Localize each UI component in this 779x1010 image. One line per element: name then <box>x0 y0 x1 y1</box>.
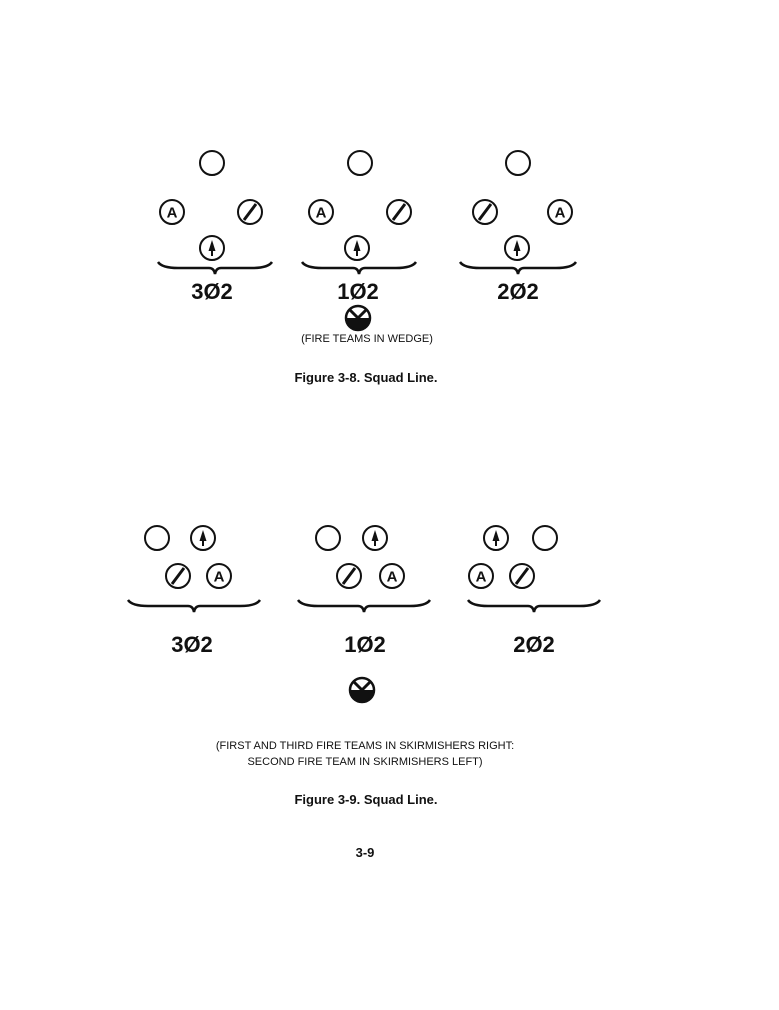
automatic-rifleman-icon: A <box>206 563 232 589</box>
automatic-rifleman-icon: A <box>379 563 405 589</box>
figure-title: Figure 3-9. Squad Line. <box>294 792 438 807</box>
rifleman-icon <box>483 525 509 551</box>
fire-team-brace <box>156 261 274 275</box>
rifleman-icon <box>362 525 388 551</box>
squad-leader-icon <box>348 676 376 704</box>
fire-team-brace <box>300 261 418 275</box>
team-leader-icon <box>347 150 373 176</box>
figure-title: Figure 3-8. Squad Line. <box>294 370 438 385</box>
team-leader-icon <box>532 525 558 551</box>
svg-text:A: A <box>476 569 487 586</box>
automatic-rifleman-icon: A <box>468 563 494 589</box>
squad-leader-icon <box>344 304 372 332</box>
page-number: 3-9 <box>355 845 375 860</box>
rifleman-icon <box>504 235 530 261</box>
automatic-rifleman-icon: A <box>159 199 185 225</box>
rifleman-icon <box>190 525 216 551</box>
automatic-rifleman-icon: A <box>547 199 573 225</box>
grenadier-icon <box>165 563 191 589</box>
fire-team-label: 1Ø2 <box>344 632 386 657</box>
grenadier-icon <box>472 199 498 225</box>
fire-team-label: 2Ø2 <box>497 279 539 304</box>
fire-team-brace <box>296 599 432 613</box>
grenadier-icon <box>386 199 412 225</box>
figure-caption: (FIRE TEAMS IN WEDGE) <box>301 333 433 345</box>
grenadier-icon <box>237 199 263 225</box>
svg-text:A: A <box>555 205 566 222</box>
grenadier-icon <box>509 563 535 589</box>
svg-text:A: A <box>316 205 327 222</box>
svg-text:A: A <box>387 569 398 586</box>
fire-team-label: 2Ø2 <box>513 632 555 657</box>
team-leader-icon <box>144 525 170 551</box>
fire-team-label: 3Ø2 <box>191 279 233 304</box>
fire-team-label: 3Ø2 <box>171 632 213 657</box>
svg-text:A: A <box>214 569 225 586</box>
figure-caption-line: SECOND FIRE TEAM IN SKIRMISHERS LEFT) <box>247 756 483 768</box>
team-leader-icon <box>315 525 341 551</box>
grenadier-icon <box>336 563 362 589</box>
figure-caption-line: (FIRST AND THIRD FIRE TEAMS IN SKIRMISHE… <box>215 740 515 752</box>
fire-team-label: 1Ø2 <box>337 279 379 304</box>
team-leader-icon <box>505 150 531 176</box>
fire-team-brace <box>466 599 602 613</box>
fire-team-brace <box>458 261 578 275</box>
team-leader-icon <box>199 150 225 176</box>
rifleman-icon <box>199 235 225 261</box>
automatic-rifleman-icon: A <box>308 199 334 225</box>
rifleman-icon <box>344 235 370 261</box>
svg-text:A: A <box>167 205 178 222</box>
fire-team-brace <box>126 599 262 613</box>
